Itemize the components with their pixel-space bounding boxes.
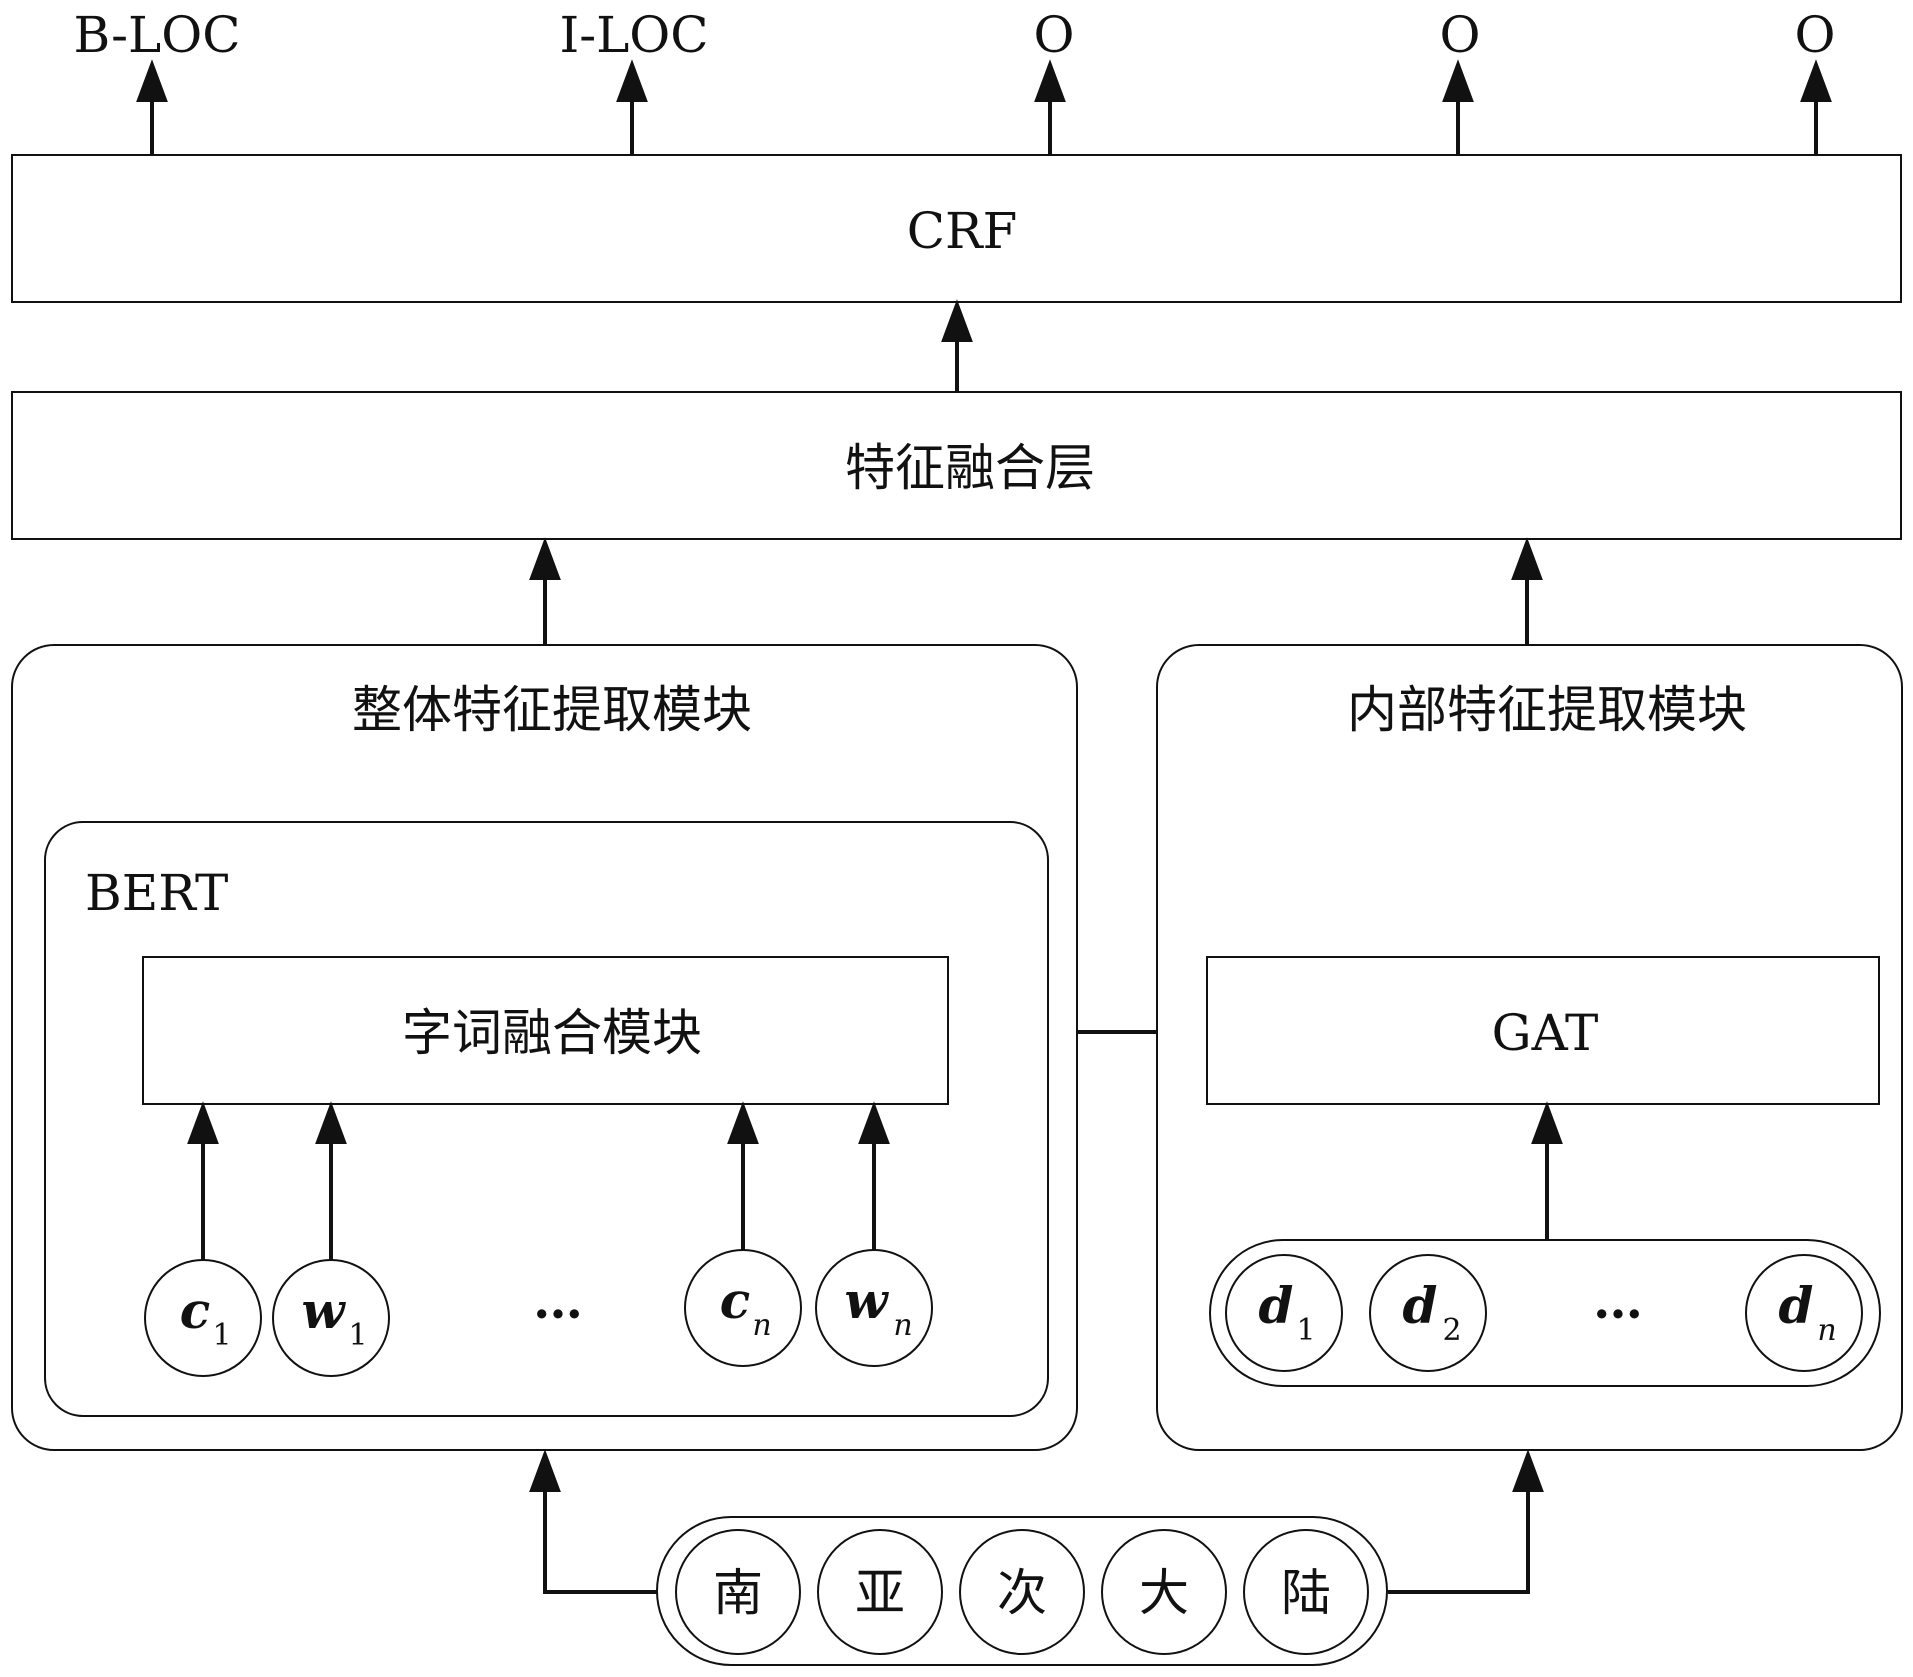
arrow-head xyxy=(1034,59,1066,102)
token-circle xyxy=(1225,1254,1343,1372)
token-subscript: 2 xyxy=(1442,1313,1461,1348)
token-subscript: n xyxy=(893,1308,912,1343)
token-subscript: n xyxy=(1817,1313,1836,1348)
output-tags: B-LOC I-LOC O O O xyxy=(73,6,1835,64)
char-text: 大 xyxy=(1139,1564,1189,1622)
arrow-head xyxy=(136,59,168,102)
token-cn: c n xyxy=(684,1249,802,1367)
input-char-1: 南 xyxy=(675,1529,801,1655)
input-char-2: 亚 xyxy=(817,1529,943,1655)
gat-label: GAT xyxy=(1492,1004,1599,1062)
internal-token-group xyxy=(1209,1239,1881,1387)
gat-box xyxy=(1206,956,1880,1105)
token-d2: d 2 xyxy=(1369,1254,1487,1372)
bert-label: BERT xyxy=(85,864,228,922)
input-char-4: 大 xyxy=(1101,1529,1227,1655)
internal-input-tokens: d 1 d 2 … d n xyxy=(1225,1254,1863,1372)
char-circle xyxy=(675,1529,801,1655)
global-feature-module-title: 整体特征提取模块 xyxy=(352,681,752,739)
arrow-head xyxy=(616,59,648,102)
char-text: 次 xyxy=(997,1564,1047,1622)
crf-output-arrows xyxy=(136,59,1832,155)
arrow-head xyxy=(529,537,561,580)
char-circle xyxy=(959,1529,1085,1655)
char-circle xyxy=(1243,1529,1369,1655)
word-char-fusion-box xyxy=(142,956,949,1105)
char-text: 亚 xyxy=(855,1564,905,1622)
char-text: 陆 xyxy=(1281,1564,1331,1622)
arrow-head xyxy=(1800,59,1832,102)
token-base: d xyxy=(1779,1276,1814,1335)
arrow-head xyxy=(187,1101,219,1144)
token-circle xyxy=(815,1249,933,1367)
input-char-5: 陆 xyxy=(1243,1529,1369,1655)
token-circle xyxy=(1369,1254,1487,1372)
token-subscript: 1 xyxy=(212,1318,231,1353)
token-base: w xyxy=(301,1281,346,1340)
input-characters: 南 亚 次 大 陆 xyxy=(675,1529,1369,1655)
global-token-arrows xyxy=(187,1101,890,1260)
token-circle xyxy=(144,1259,262,1377)
feature-fusion-layer-label: 特征融合层 xyxy=(845,439,1095,497)
token-subscript: 1 xyxy=(348,1318,367,1353)
output-tag-3: O xyxy=(1034,6,1075,64)
token-w1: w 1 xyxy=(272,1259,390,1377)
word-char-fusion-label: 字词融合模块 xyxy=(402,1004,702,1062)
output-tag-4: O xyxy=(1440,6,1481,64)
global-input-tokens: c 1 w 1 … c n w n xyxy=(144,1249,933,1377)
token-base: w xyxy=(844,1271,889,1330)
module-to-fusion-arrows xyxy=(529,537,1543,645)
input-to-modules-arrows xyxy=(529,1449,1544,1594)
dtokens-to-gat-arrow xyxy=(1531,1101,1563,1240)
output-tag-5: O xyxy=(1795,6,1836,64)
input-char-3: 次 xyxy=(959,1529,1085,1655)
token-wn: w n xyxy=(815,1249,933,1367)
global-tokens-ellipsis: … xyxy=(533,1271,583,1330)
fusion-to-crf-arrow xyxy=(941,299,973,392)
token-circle xyxy=(272,1259,390,1377)
token-circle xyxy=(684,1249,802,1367)
token-base: c xyxy=(180,1281,210,1340)
output-tag-2: I-LOC xyxy=(559,6,708,64)
arrow-head xyxy=(941,299,973,342)
token-subscript: 1 xyxy=(1296,1313,1315,1348)
arrow-line xyxy=(543,1490,660,1594)
arrow-head xyxy=(529,1449,561,1492)
feature-fusion-layer-box xyxy=(11,391,1902,540)
char-circle xyxy=(817,1529,943,1655)
internal-tokens-ellipsis: … xyxy=(1593,1271,1643,1330)
arrow-head xyxy=(1531,1101,1563,1144)
crf-label: CRF xyxy=(907,202,1018,260)
token-base: d xyxy=(1403,1276,1438,1335)
char-text: 南 xyxy=(713,1564,763,1622)
token-dn: d n xyxy=(1745,1254,1863,1372)
arrow-head xyxy=(1512,1449,1544,1492)
token-d1: d 1 xyxy=(1225,1254,1343,1372)
token-base: c xyxy=(720,1271,750,1330)
arrow-head xyxy=(727,1101,759,1144)
output-tag-1: B-LOC xyxy=(73,6,240,64)
arrow-head xyxy=(858,1101,890,1144)
token-subscript: n xyxy=(752,1308,771,1343)
internal-feature-module-title: 内部特征提取模块 xyxy=(1347,681,1747,739)
arrow-head xyxy=(315,1101,347,1144)
token-base: d xyxy=(1259,1276,1294,1335)
token-circle xyxy=(1745,1254,1863,1372)
crf-box xyxy=(11,154,1902,303)
arrow-head xyxy=(1442,59,1474,102)
arrow-line xyxy=(1388,1490,1530,1594)
char-circle xyxy=(1101,1529,1227,1655)
token-c1: c 1 xyxy=(144,1259,262,1377)
arrow-head xyxy=(1511,537,1543,580)
